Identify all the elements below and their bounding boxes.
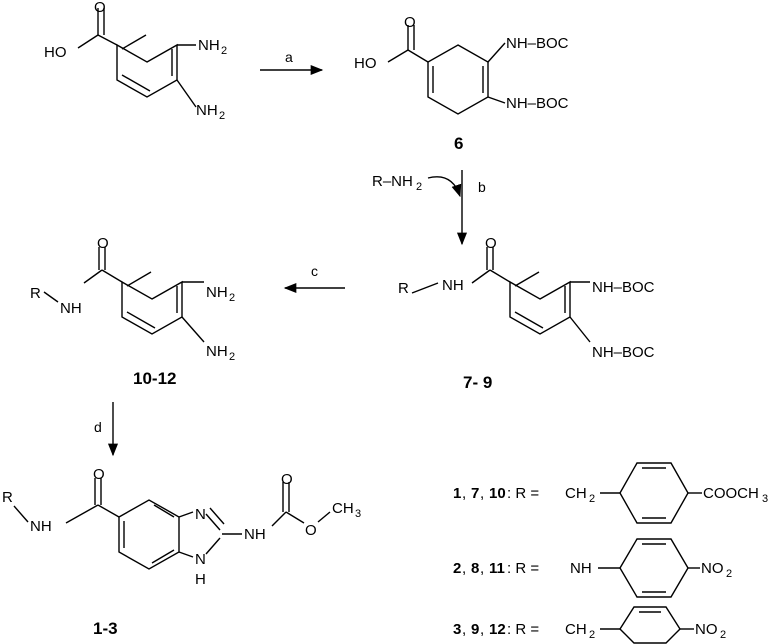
legend-substituent: NO [701, 560, 724, 577]
legend-number: 8 [471, 560, 479, 577]
legend-row-3: 3 , 9 , 12 : R = CH 2 NO 2 [453, 606, 726, 644]
reaction-arrow-c: c [283, 263, 345, 294]
compound-number-10-12: 10-12 [133, 369, 176, 388]
legend-number: 10 [489, 485, 506, 502]
atom-ho: HO [44, 44, 67, 61]
starting-material-diaminobenzoic-acid: O HO NH 2 NH 2 [44, 0, 227, 122]
nh-boc-label: NH–BOC [506, 95, 569, 112]
reagent-r-nh2: R–NH [372, 173, 413, 190]
compound-6-structure: O HO NH–BOC NH–BOC [354, 14, 569, 115]
reaction-arrow-a: a [260, 49, 324, 76]
svg-text:,: , [480, 560, 484, 577]
atom-n: N [195, 506, 206, 523]
subscript: 2 [229, 351, 235, 363]
r-group: R [30, 285, 41, 302]
legend-equals: : R = [507, 560, 539, 577]
reaction-arrow-b: R–NH 2 b [372, 170, 486, 246]
svg-text:,: , [462, 560, 466, 577]
atom-o: O [97, 235, 109, 252]
atom-nh: NH [60, 300, 82, 317]
compound-7-9-structure: O NH R NH–BOC NH–BOC [398, 235, 655, 361]
atom-nh2: NH [196, 102, 218, 119]
subscript: 2 [221, 45, 227, 57]
legend-number: 7 [471, 485, 479, 502]
legend-number: 2 [453, 560, 461, 577]
subscript: 2 [229, 292, 235, 304]
step-label-b: b [478, 179, 486, 195]
subscript: 2 [720, 629, 726, 641]
atom-ho: HO [354, 55, 377, 72]
atom-nh: NH [442, 277, 464, 294]
legend-number: 1 [453, 485, 461, 502]
reaction-arrow-d: d [94, 402, 119, 457]
svg-text:,: , [480, 621, 484, 638]
svg-text:,: , [462, 485, 466, 502]
svg-text:,: , [480, 485, 484, 502]
legend-group: CH [565, 485, 587, 502]
compound-number-7-9: 7- 9 [463, 373, 492, 392]
legend-equals: : R = [507, 485, 539, 502]
step-label-c: c [311, 263, 318, 279]
svg-text:,: , [462, 621, 466, 638]
atom-nh2: NH [206, 284, 228, 301]
legend-number: 9 [471, 621, 479, 638]
subscript: 3 [355, 508, 361, 520]
atom-nh: NH [30, 518, 52, 535]
subscript: 2 [219, 110, 225, 122]
atom-o: O [305, 522, 317, 539]
atom-nh2: NH [198, 37, 220, 54]
subscript: 3 [762, 493, 768, 505]
nh-boc-label: NH–BOC [592, 279, 655, 296]
subscript: 2 [726, 568, 732, 580]
legend-row-1: 1 , 7 , 10 : R = CH 2 COOCH 3 [453, 462, 768, 524]
nh-boc-label: NH–BOC [592, 344, 655, 361]
compound-number-6: 6 [454, 134, 463, 153]
legend-number: 3 [453, 621, 461, 638]
compound-10-12-structure: O NH R NH 2 NH 2 [30, 235, 235, 363]
compound-1-3-structure: O NH R N N H NH O O CH 3 [2, 466, 361, 588]
legend-substituent: COOCH [703, 485, 759, 502]
subscript: 2 [589, 629, 595, 641]
atom-n: N [195, 551, 206, 568]
r-group: R [398, 280, 409, 297]
atom-o: O [281, 471, 293, 488]
atom-nh: NH [244, 526, 266, 543]
legend-substituent: NO [695, 621, 718, 638]
legend-group: NH [570, 560, 592, 577]
subscript: 2 [416, 181, 422, 193]
subscript: 2 [589, 493, 595, 505]
atom-nh2: NH [206, 343, 228, 360]
legend-row-2: 2 , 8 , 11 : R = NH NO 2 [453, 538, 732, 598]
atom-o: O [485, 235, 497, 252]
atom-o: O [93, 466, 105, 483]
r-group: R [2, 489, 13, 506]
atom-h: H [195, 571, 206, 588]
legend-number: 11 [489, 560, 505, 577]
step-label-d: d [94, 419, 102, 435]
atom-o: O [404, 14, 416, 31]
legend-group: CH [565, 621, 587, 638]
methyl-label: CH [332, 500, 354, 517]
legend-equals: : R = [507, 621, 539, 638]
step-label-a: a [285, 49, 293, 65]
nh-boc-label: NH–BOC [506, 35, 569, 52]
legend-number: 12 [489, 621, 506, 638]
compound-number-1-3: 1-3 [93, 619, 118, 638]
atom-o: O [94, 0, 106, 16]
